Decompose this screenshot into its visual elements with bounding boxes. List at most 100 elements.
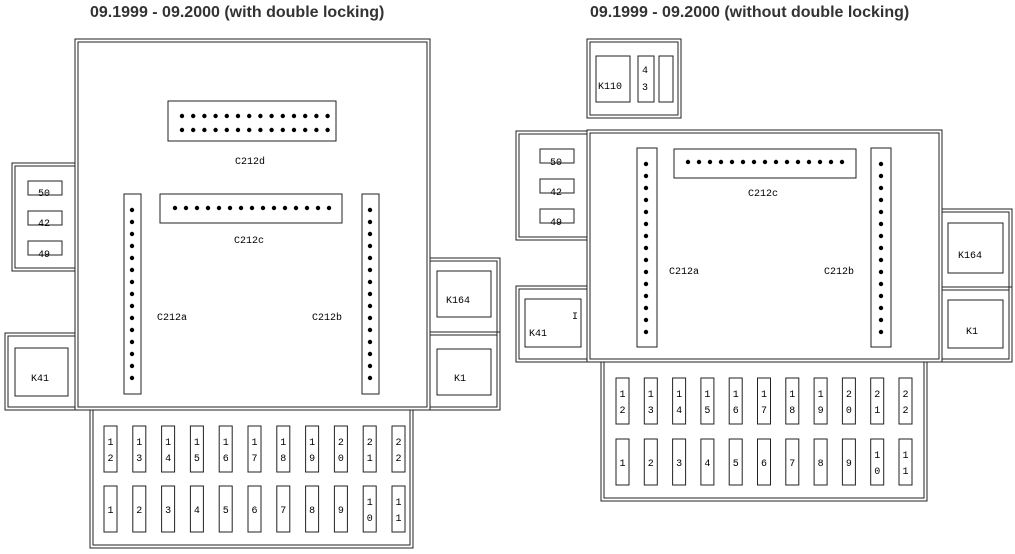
- right-c212a-pin: [643, 305, 649, 311]
- left-c212a-pin: [129, 375, 135, 381]
- right-c212b-pin: [878, 245, 884, 251]
- left-c212a-pin: [129, 339, 135, 345]
- right-fuse-slot: [728, 377, 743, 425]
- left-c212b-pin: [367, 279, 373, 285]
- right-k1-relay: [947, 299, 1004, 349]
- left-fuse-slot: [161, 425, 176, 473]
- right-c212a-pin: [643, 245, 649, 251]
- right-fuse-slot: [700, 438, 715, 486]
- left-fuse-label: 8: [309, 506, 315, 517]
- left-c212c-pin: [271, 205, 277, 211]
- right-fuse-slot: [672, 377, 687, 425]
- left-c212c-pin: [227, 205, 233, 211]
- left-c212d-pin: [191, 113, 196, 119]
- right-fuse-label: 9: [846, 459, 852, 470]
- left-c212a-pin: [129, 255, 135, 261]
- right-c212c-pin: [795, 159, 801, 165]
- left-c212c-label: C212c: [234, 236, 264, 247]
- right-fuse-slot: [870, 438, 885, 486]
- left-c212d-pin: [247, 113, 252, 119]
- left-fuse-slot: [103, 485, 118, 533]
- left-c212b-pin: [367, 231, 373, 237]
- left-c212b-pin: [367, 207, 373, 213]
- right-c212a-pin: [643, 281, 649, 287]
- right-relay-50: [539, 148, 575, 164]
- left-c212d-pin: [235, 127, 241, 133]
- right-fuse-slot: [870, 377, 885, 425]
- left-c212d-pin: [269, 127, 274, 133]
- left-c212c-pin: [315, 205, 321, 211]
- right-k110-relay: [595, 55, 631, 103]
- right-c212a-pin: [643, 293, 649, 299]
- left-c212d-pin: [303, 127, 308, 133]
- right-c212b-label: C212b: [824, 266, 854, 278]
- left-c212c-pin: [249, 205, 255, 211]
- left-c212c-pin: [304, 205, 310, 211]
- left-c212c-pin: [205, 205, 211, 211]
- left-c212d-connector: [167, 100, 337, 142]
- left-c212a-label: C212a: [157, 313, 187, 324]
- left-c212c-pin: [326, 205, 332, 211]
- right-k41-mark: I: [572, 312, 578, 323]
- left-c212d-pin: [202, 127, 207, 133]
- right-k164-label: K164: [958, 251, 982, 262]
- right-fuse-slot: [757, 377, 771, 425]
- left-k1-relay: [436, 348, 492, 396]
- right-c212a-pin: [643, 197, 649, 203]
- left-c212d-pin: [303, 113, 308, 119]
- right-fuse-slot: [700, 377, 715, 425]
- left-c212c-pin: [260, 205, 266, 211]
- left-c212d-pin: [269, 113, 274, 119]
- left-k164-label: K164: [446, 296, 470, 307]
- left-c212d-pin: [325, 127, 330, 133]
- left-c212c-pin: [238, 205, 244, 211]
- left-c212c-pin: [194, 205, 200, 211]
- left-relay-50: [27, 180, 63, 196]
- right-fuse-slot: [898, 438, 913, 486]
- right-c212a-pin: [643, 329, 649, 335]
- left-fuse-slot: [391, 485, 406, 533]
- left-c212c-pin: [293, 205, 299, 211]
- right-fuse-label: 3: [676, 459, 682, 470]
- left-c212b-label: C212b: [312, 312, 342, 324]
- right-diagram-title: 09.1999 - 09.2000 (without double lockin…: [590, 4, 910, 21]
- right-c212a-pin: [643, 221, 649, 227]
- left-c212c-pin: [282, 205, 288, 211]
- right-c212c-pin: [784, 159, 790, 165]
- left-fuse-label: 9: [338, 506, 344, 517]
- left-c212d-pin: [280, 113, 285, 119]
- left-fuse-slot: [362, 425, 377, 473]
- left-k41-relay: [14, 347, 69, 397]
- left-c212d-pin: [314, 127, 319, 133]
- right-relay-42-label: 42: [550, 188, 562, 199]
- left-c212c-pin: [216, 205, 222, 211]
- left-c212b-pin: [367, 291, 373, 297]
- left-c212b-pin: [367, 375, 373, 381]
- left-fuse-slot: [391, 425, 406, 473]
- right-c212c-pin: [762, 159, 768, 165]
- left-c212d-pin: [291, 113, 297, 119]
- left-relay-50-label: 50: [38, 189, 50, 200]
- left-fuse-label: 7: [280, 506, 286, 517]
- left-c212c-pins: [172, 205, 332, 211]
- right-c212c-pin: [751, 159, 757, 165]
- left-c212a-pin: [129, 279, 135, 285]
- left-relay-49-label: 49: [38, 250, 50, 261]
- left-fuse-slot: [247, 425, 262, 473]
- left-c212d-pin: [258, 127, 263, 133]
- right-c212b-pin: [878, 281, 884, 287]
- left-fuse-slot: [161, 485, 176, 533]
- right-c212a-pin: [643, 185, 649, 191]
